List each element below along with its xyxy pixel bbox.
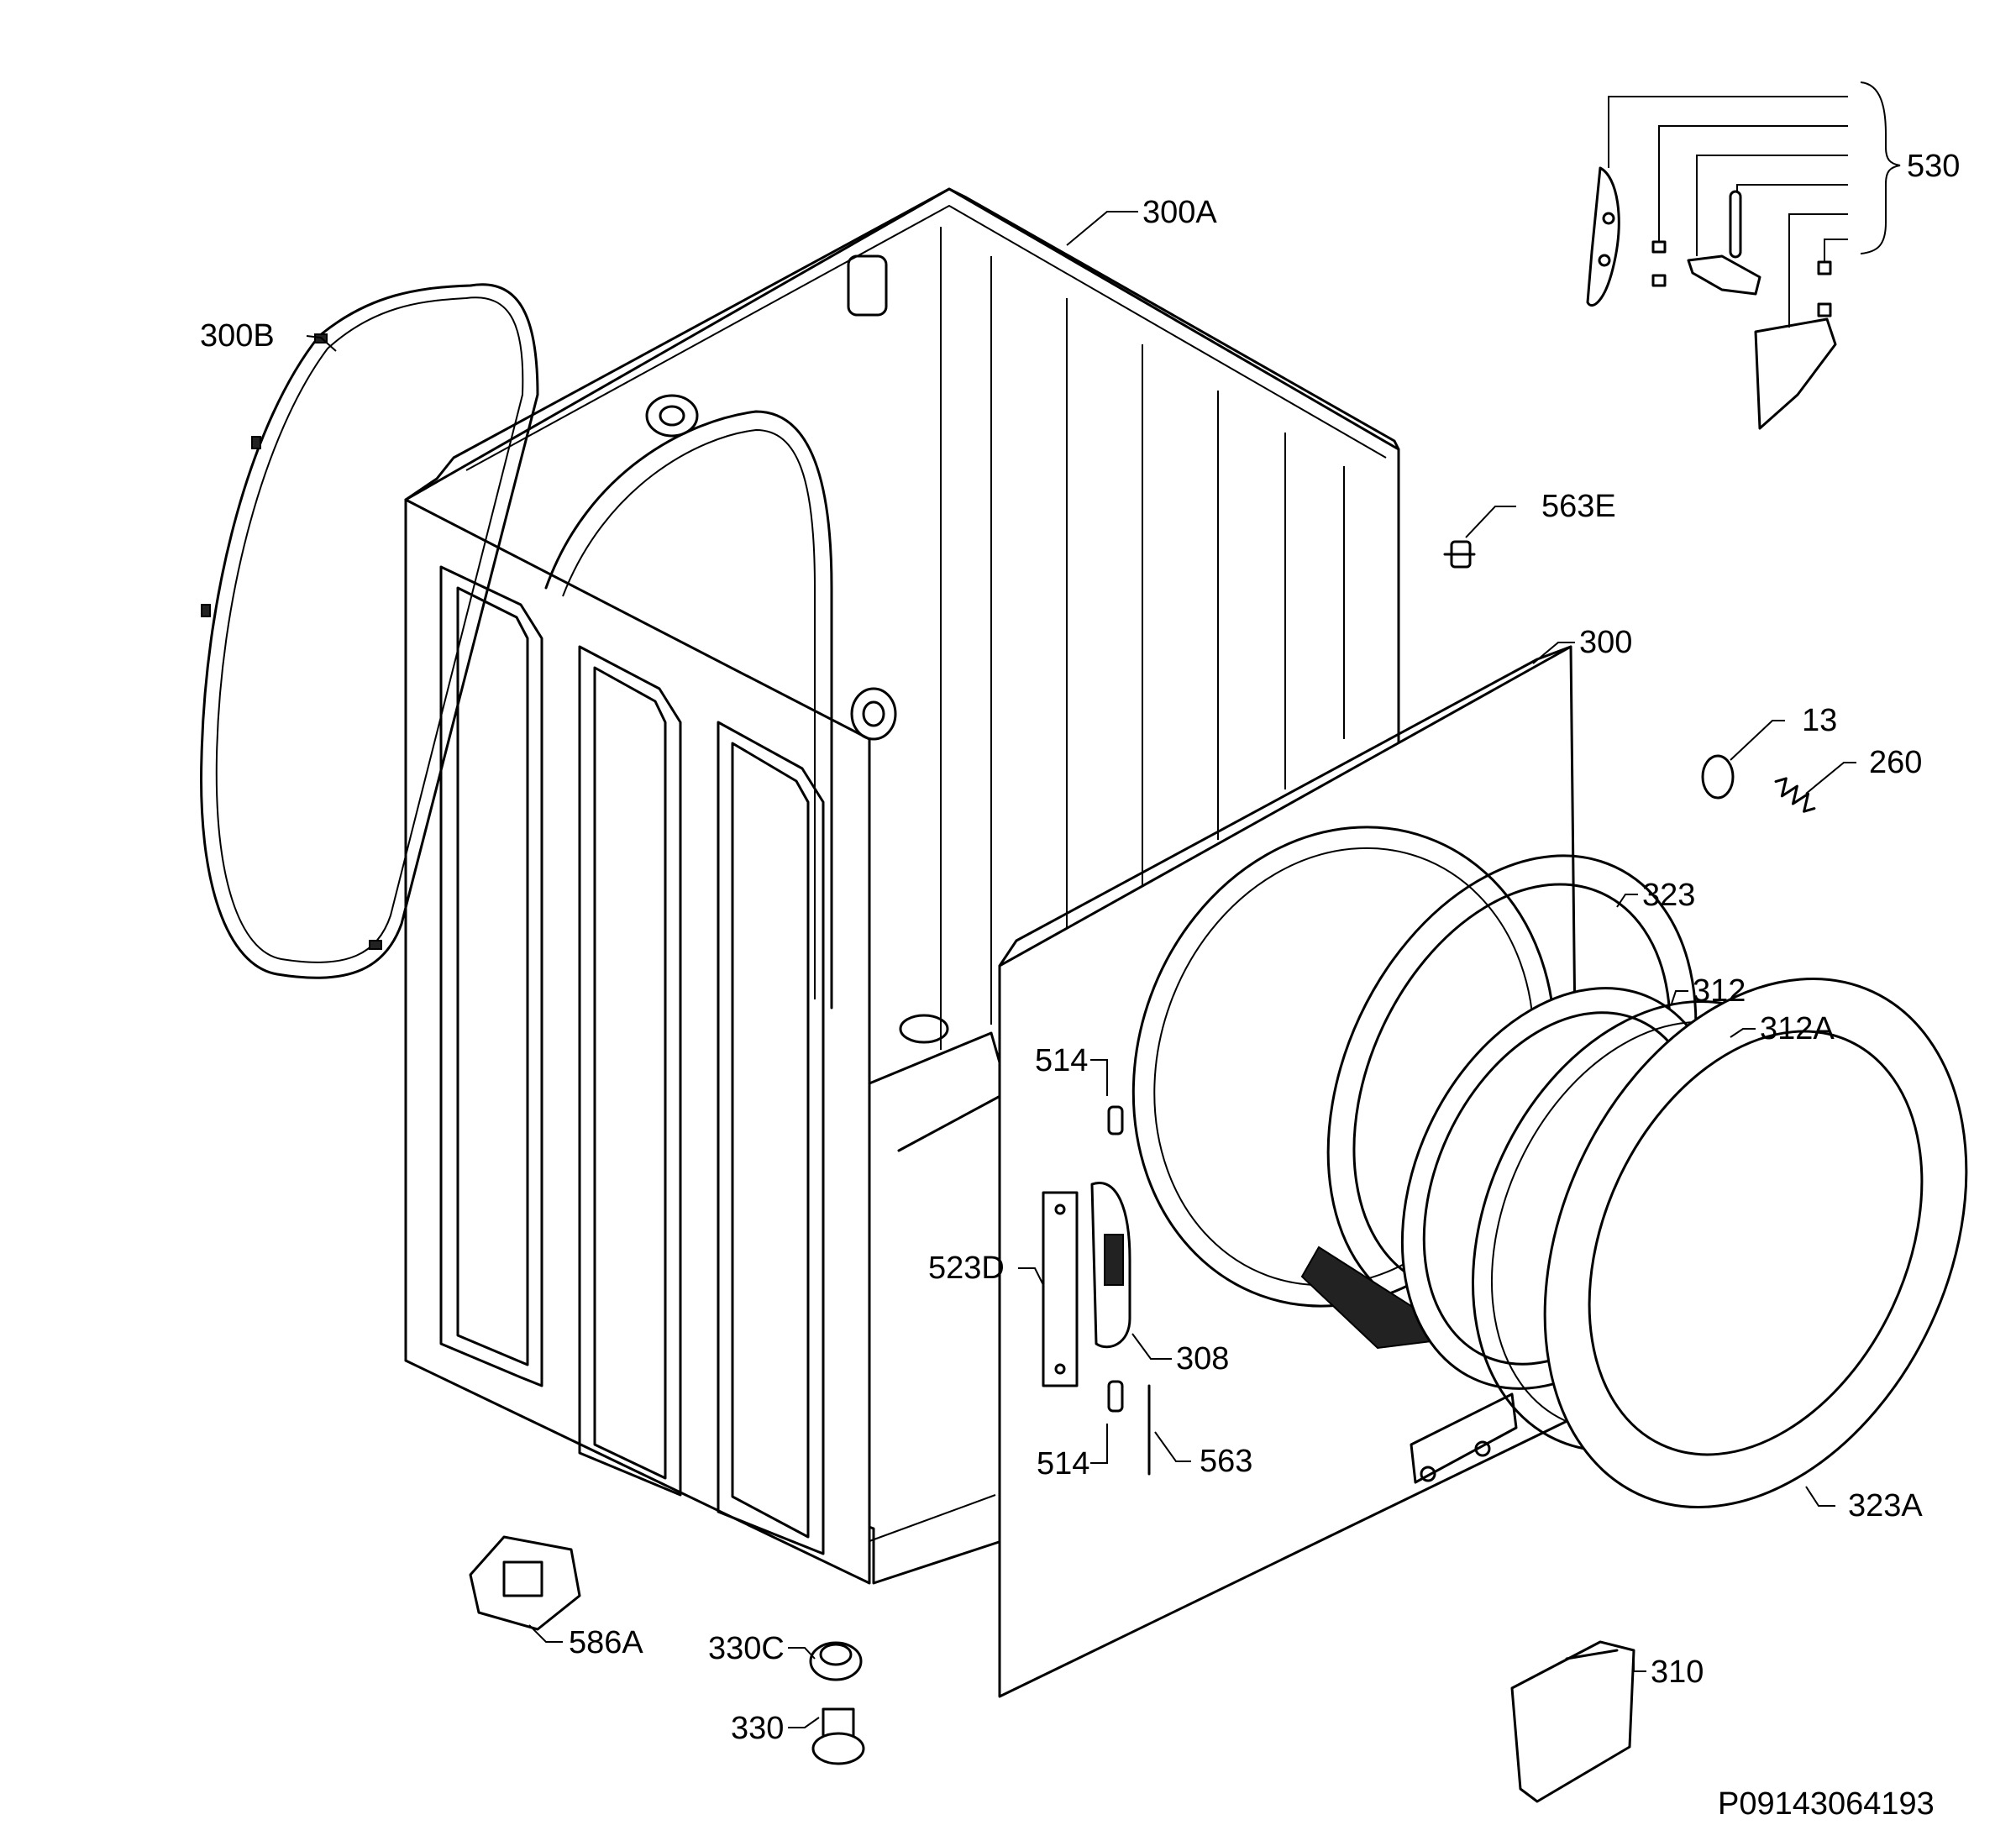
label-586A: 586A	[569, 1625, 643, 1660]
pin-514-upper	[1107, 1105, 1124, 1135]
spring-260	[1774, 777, 1816, 813]
label-312: 312	[1693, 973, 1746, 1009]
label-300A: 300A	[1142, 195, 1217, 230]
label-563: 563	[1200, 1444, 1252, 1479]
label-514-upper: 514	[1035, 1043, 1088, 1078]
pin-514-lower	[1107, 1380, 1124, 1413]
label-330: 330	[731, 1711, 784, 1746]
hinge-530-parts	[1586, 166, 1837, 430]
foot-330	[811, 1707, 865, 1765]
hinge-308	[1090, 1182, 1131, 1349]
label-514-lower: 514	[1037, 1446, 1089, 1482]
label-323A: 323A	[1848, 1488, 1923, 1523]
label-530: 530	[1907, 149, 1960, 184]
filter-cover-310	[1510, 1640, 1635, 1803]
part-labels: 530 300A 300B 563E 300 13 260 323 312 31…	[200, 149, 1960, 1822]
leader-lines	[306, 211, 1856, 1728]
label-323: 323	[1642, 878, 1695, 913]
bushing-13	[1701, 754, 1735, 800]
label-300B: 300B	[200, 318, 275, 354]
label-563E: 563E	[1541, 489, 1616, 524]
sensor-563E	[1443, 540, 1476, 569]
label-308: 308	[1176, 1341, 1229, 1377]
label-260: 260	[1869, 745, 1922, 780]
label-13: 13	[1802, 703, 1837, 738]
label-523D: 523D	[928, 1251, 1005, 1286]
lock-523D	[1042, 1191, 1079, 1387]
door-seal-300B	[200, 283, 539, 979]
label-310: 310	[1651, 1655, 1704, 1690]
door-outer-ring-323A	[1543, 978, 1968, 1508]
front-panel-300	[998, 645, 1581, 1698]
leaders-530	[1608, 81, 1901, 328]
nut-330C	[809, 1641, 863, 1681]
label-330C: 330C	[708, 1631, 785, 1666]
label-312A: 312A	[1760, 1011, 1835, 1046]
part-586A	[469, 1535, 581, 1631]
label-300: 300	[1579, 625, 1632, 660]
drawing-code: P09143064193	[1718, 1786, 1935, 1822]
